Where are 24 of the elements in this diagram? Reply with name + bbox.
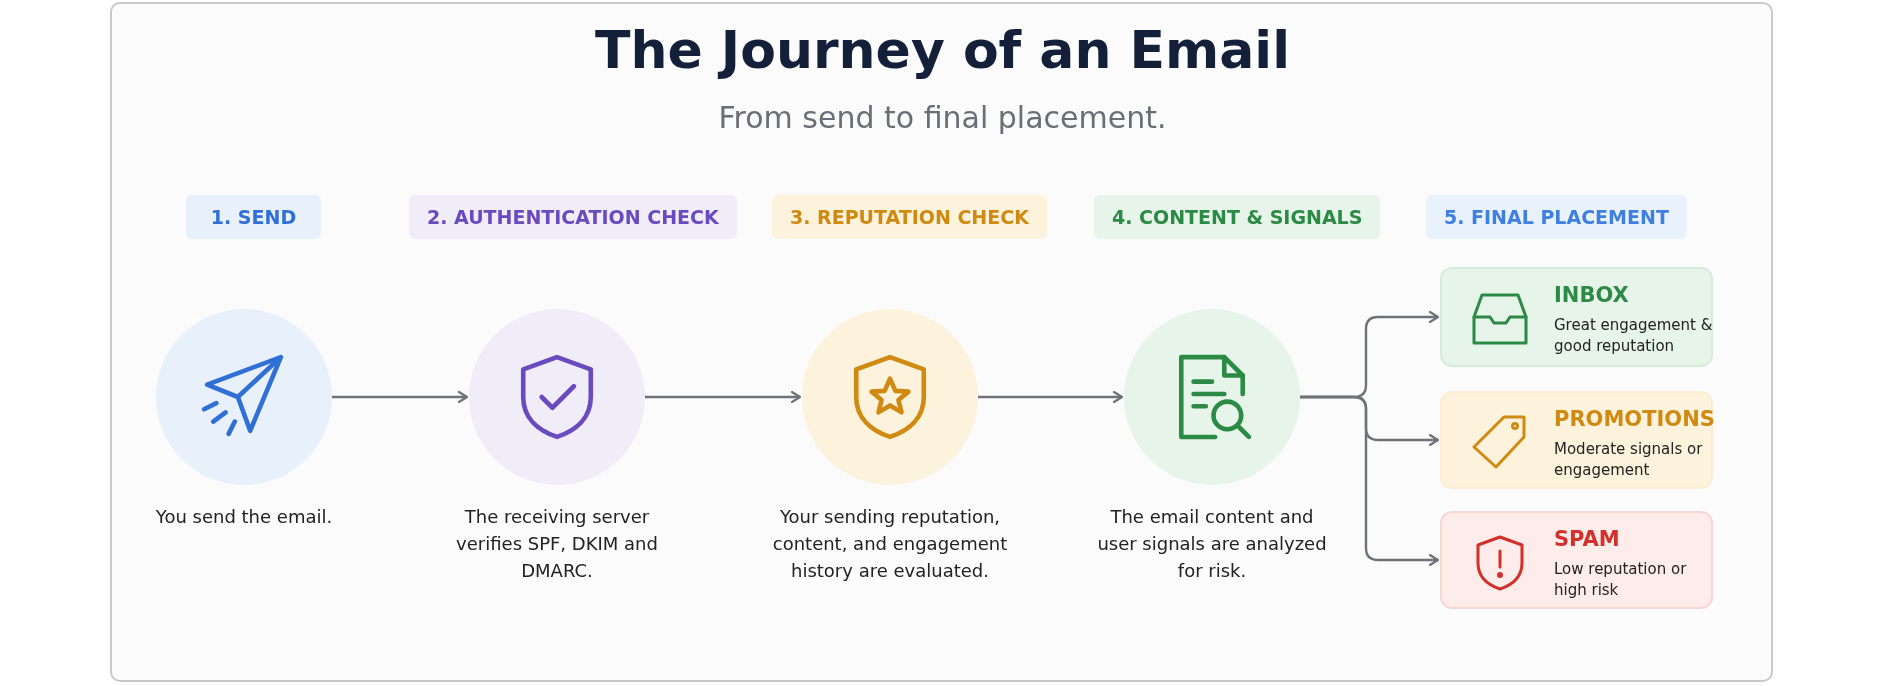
step-description: Your sending reputation, content, and engagement history are evaluated.: [771, 505, 1009, 583]
step-heading: 2. AUTHENTICATION CHECK: [409, 195, 737, 239]
category-title: SPAM: [1554, 527, 1620, 551]
category-description: Low reputation or high risk: [1554, 559, 1688, 601]
category-title: INBOX: [1554, 283, 1629, 307]
category-card: [1440, 511, 1713, 609]
step-description: You send the email.: [154, 505, 334, 529]
category-title: PROMOTIONS: [1554, 407, 1715, 431]
arrow: [332, 390, 469, 404]
category-card: [1440, 391, 1713, 489]
step-heading: 4. CONTENT & SIGNALS: [1094, 195, 1381, 239]
arrow: [645, 390, 802, 404]
arrow: [1300, 395, 1440, 567]
category-card: [1440, 267, 1713, 367]
category-description: Great engagement & good reputation: [1554, 315, 1714, 357]
step-description: The email content and user signals are analyzed for risk.: [1096, 505, 1328, 583]
step-heading: 1. SEND: [186, 195, 321, 239]
step-description: The receiving server verifies SPF, DKIM and DMARC.: [455, 505, 659, 583]
title: The Journey of an Email: [594, 20, 1291, 80]
step-heading: 5. FINAL PLACEMENT: [1426, 195, 1687, 239]
step-heading: 3. REPUTATION CHECK: [772, 195, 1047, 239]
category-description: Moderate signals or engagement: [1554, 439, 1704, 481]
arrow: [978, 390, 1124, 404]
subtitle: From send to final placement.: [717, 100, 1168, 135]
